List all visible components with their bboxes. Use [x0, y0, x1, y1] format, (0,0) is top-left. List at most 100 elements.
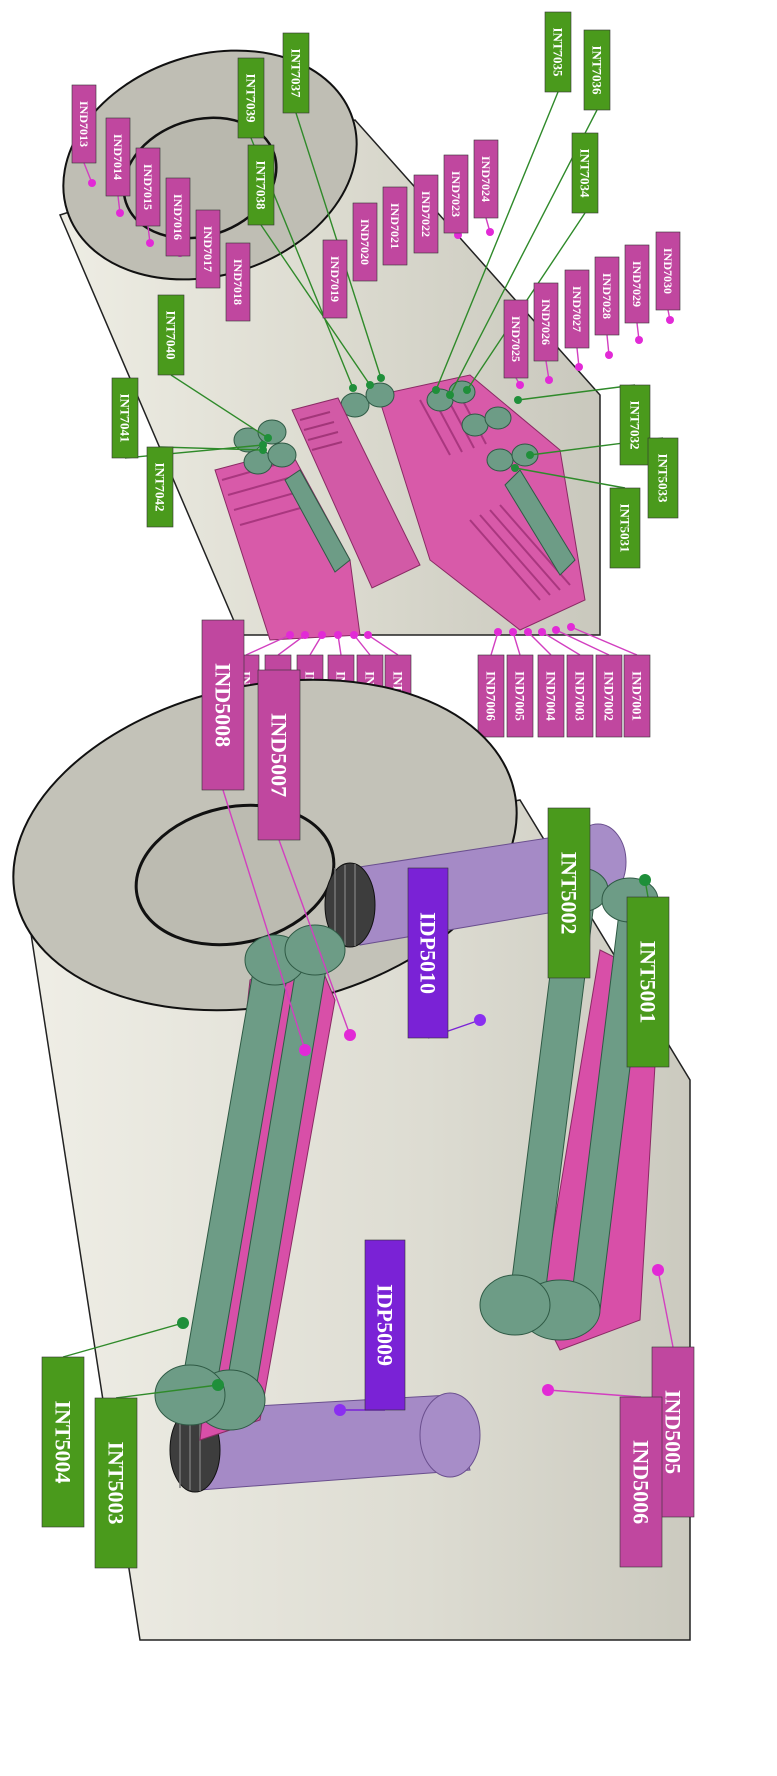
- label-box: [595, 654, 623, 738]
- label-box: [237, 57, 265, 139]
- label-text: IND7019: [328, 256, 342, 302]
- label-ind7021: IND7021: [382, 186, 408, 266]
- leader-line-ind7007: [367, 634, 399, 656]
- top-middle-plate: [291, 397, 421, 589]
- label-int5002: INT5002: [547, 807, 591, 979]
- label-box: [94, 1397, 138, 1569]
- label-ind7002: IND7002: [595, 654, 623, 738]
- label-box: [195, 209, 221, 289]
- label-ind7027: IND7027: [564, 269, 590, 349]
- anchor-dot-idp5010: [474, 1014, 486, 1026]
- anchor-dot-ind7029: [635, 336, 643, 344]
- label-ind7017: IND7017: [195, 209, 221, 289]
- leader-line-ind7012: [245, 634, 291, 656]
- anchor-dot-ind7024: [486, 228, 494, 236]
- leader-line-ind7006: [490, 631, 499, 656]
- label-int7035: INT7035: [544, 11, 572, 93]
- label-text: IND7022: [419, 191, 433, 237]
- label-box: [623, 654, 651, 738]
- label-text: IND7014: [111, 134, 125, 180]
- label-text: INT7039: [244, 73, 259, 123]
- label-text: IND7025: [509, 316, 523, 362]
- label-box: [247, 144, 275, 226]
- label-box: [322, 239, 348, 319]
- label-box: [594, 256, 620, 336]
- label-text: INT7037: [289, 48, 304, 98]
- label-text: IND7021: [388, 203, 402, 249]
- label-text: IND5006: [629, 1440, 654, 1524]
- label-int5001: INT5001: [626, 896, 670, 1068]
- leader-line-int7040: [170, 374, 269, 439]
- label-text: IND5007: [267, 713, 292, 797]
- label-box: [647, 437, 679, 519]
- leader-line-ind5007: [278, 839, 351, 1036]
- anchor-dot-ind7003: [538, 628, 546, 636]
- label-ind7018: IND7018: [225, 242, 251, 322]
- label-ind7022: IND7022: [413, 174, 439, 254]
- label-int7037: INT7037: [282, 32, 310, 114]
- label-box: [225, 242, 251, 322]
- label-ind7001: IND7001: [623, 654, 651, 738]
- label-box: [257, 669, 301, 841]
- label-text: IND7003: [573, 671, 588, 721]
- label-box: [413, 174, 439, 254]
- anchor-dot-int7036: [446, 391, 454, 399]
- leader-line-ind7011: [277, 634, 306, 656]
- anchor-dot-ind7025: [516, 381, 524, 389]
- anchor-dot-ind7006: [494, 628, 502, 636]
- anchor-dot-ind7030: [666, 316, 674, 324]
- label-box: [165, 177, 191, 257]
- anchor-dot-int5001: [639, 874, 651, 886]
- anchor-dot-int5003: [212, 1379, 224, 1391]
- anchor-dot-ind7026: [545, 376, 553, 384]
- leader-line-ind7002: [555, 629, 610, 656]
- label-box: [41, 1356, 85, 1528]
- label-text: INT7032: [628, 400, 643, 449]
- label-ind7013: IND7013: [71, 84, 97, 164]
- anchor-dot-ind7011: [301, 631, 309, 639]
- label-text: IND7030: [661, 248, 675, 294]
- leader-line-int7042: [159, 446, 264, 451]
- label-int5031: INT5031: [609, 487, 641, 569]
- label-box: [71, 84, 97, 164]
- leader-line-int7032: [517, 384, 636, 401]
- label-text: IND5005: [661, 1390, 686, 1474]
- label-int5033: INT5033: [647, 437, 679, 519]
- label-box: [537, 654, 565, 738]
- anchor-dot-ind7007: [364, 631, 372, 639]
- label-text: IND7002: [602, 671, 617, 721]
- label-box: [619, 1396, 663, 1568]
- label-box: [477, 654, 505, 738]
- anchor-dot-int5031: [511, 464, 519, 472]
- anchor-dot-int7032: [514, 396, 522, 404]
- label-box: [626, 896, 670, 1068]
- label-ind7014: IND7014: [105, 117, 131, 197]
- label-box: [105, 117, 131, 197]
- label-int7032: INT7032: [619, 384, 651, 466]
- anchor-dot-int7038: [366, 381, 374, 389]
- leader-line-ind7004: [527, 631, 552, 656]
- label-ind7020: IND7020: [352, 202, 378, 282]
- label-text: IND7027: [570, 286, 584, 332]
- leader-line-ind5005: [657, 1269, 674, 1348]
- leader-line-ind5008: [222, 789, 306, 1051]
- label-ind7006: IND7006: [477, 654, 505, 738]
- label-text: INT5004: [51, 1400, 76, 1483]
- label-box: [547, 807, 591, 979]
- anchor-dot-int7034: [463, 386, 471, 394]
- label-text: IND7024: [479, 156, 493, 202]
- anchor-dot-idp5009: [334, 1404, 346, 1416]
- label-text: INT7038: [254, 160, 269, 210]
- label-text: IND7016: [171, 194, 185, 240]
- top-panel: IND7001IND7002IND7003IND7004IND7005IND70…: [58, 11, 681, 738]
- label-ind7024: IND7024: [473, 139, 499, 219]
- bottom-purple-roller-lower: [169, 1392, 481, 1493]
- label-ind7023: IND7023: [443, 154, 469, 234]
- label-box: [624, 244, 650, 324]
- label-idp5009: IDP5009: [364, 1239, 406, 1411]
- anchor-dot-int7035: [432, 386, 440, 394]
- label-box: [503, 299, 529, 379]
- anchor-dot-ind7014: [116, 209, 124, 217]
- anchor-dot-ind5008: [299, 1044, 311, 1056]
